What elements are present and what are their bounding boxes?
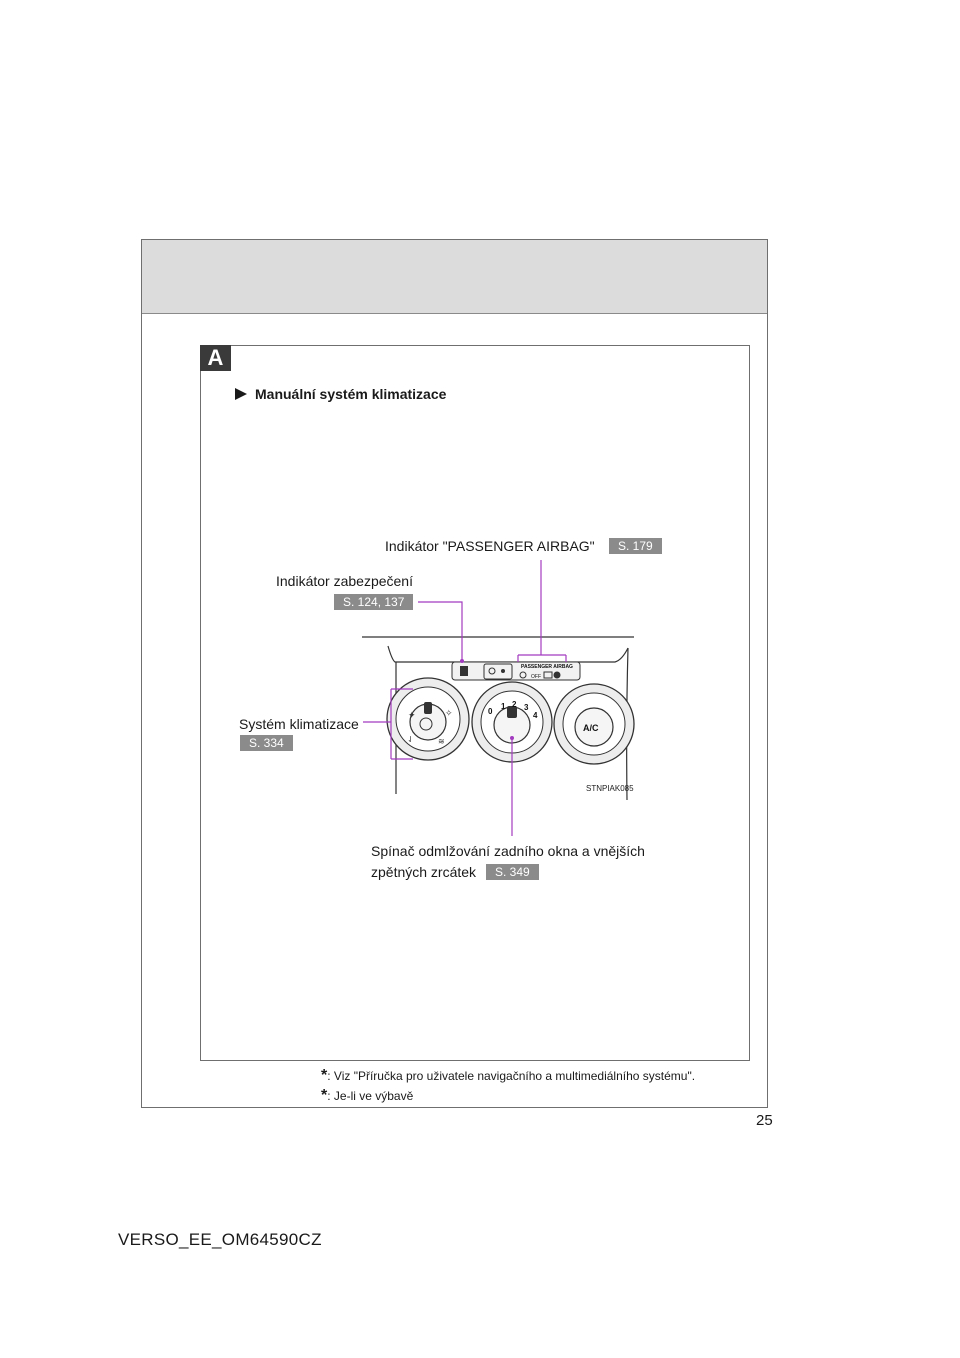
svg-text:⇃: ⇃: [407, 735, 414, 744]
defogger-label-line2: zpětných zrcátek: [371, 864, 477, 880]
footnote-optional-equipment: *: Je-li ve výbavě: [321, 1087, 414, 1104]
document-code: VERSO_EE_OM64590CZ: [118, 1230, 322, 1249]
content-panel: [200, 345, 750, 1061]
defogger-page-ref[interactable]: S. 349: [486, 864, 539, 880]
airbag-panel-text: PASSENGER AIRBAG: [521, 664, 573, 670]
climate-system-label: Systém klimatizace: [239, 716, 359, 732]
svg-text:≋: ≋: [438, 737, 445, 746]
panel-tab-letter: A: [200, 345, 231, 371]
page-frame: [141, 239, 768, 1108]
fan-speed-4: 4: [533, 711, 538, 720]
airbag-off-text: OFF: [531, 674, 541, 680]
fan-speed-1: 1: [501, 702, 506, 711]
climate-panel-illustration: PASSENGER AIRBAG OFF ✦ ✧ ⇃ ≋ 0 1 2 3 4 A…: [362, 560, 635, 836]
rear-defogger-switch-icon: [507, 706, 517, 718]
footnote-navigation: *: Viz "Příručka pro uživatele navigační…: [321, 1067, 696, 1084]
defogger-label-line1: Spínač odmlžování zadního okna a vnějšíc…: [371, 843, 645, 859]
svg-text:✦: ✦: [408, 710, 416, 720]
climate-system-page-ref[interactable]: S. 334: [240, 735, 293, 751]
page-number: 25: [756, 1112, 773, 1129]
ac-button-text: A/C: [583, 723, 599, 733]
section-heading: Manuální systém klimatizace: [235, 386, 446, 402]
header-band: [142, 240, 767, 314]
fan-speed-3: 3: [524, 703, 529, 712]
footnotes: *: Viz "Příručka pro uživatele navigační…: [321, 1066, 695, 1106]
triangle-bullet-icon: [235, 388, 247, 400]
security-indicator-label: Indikátor zabezpečení: [276, 573, 413, 589]
fan-speed-2: 2: [512, 700, 517, 709]
fan-speed-0: 0: [488, 707, 493, 716]
figure-code: STNPIAK085: [586, 784, 634, 793]
section-heading-text: Manuální systém klimatizace: [255, 386, 447, 402]
airbag-indicator-label: Indikátor "PASSENGER AIRBAG": [385, 538, 595, 554]
svg-text:✧: ✧: [445, 708, 453, 718]
security-indicator-icon: [460, 666, 468, 676]
security-indicator-page-ref[interactable]: S. 124, 137: [334, 594, 414, 610]
airbag-indicator-page-ref[interactable]: S. 179: [609, 538, 662, 554]
